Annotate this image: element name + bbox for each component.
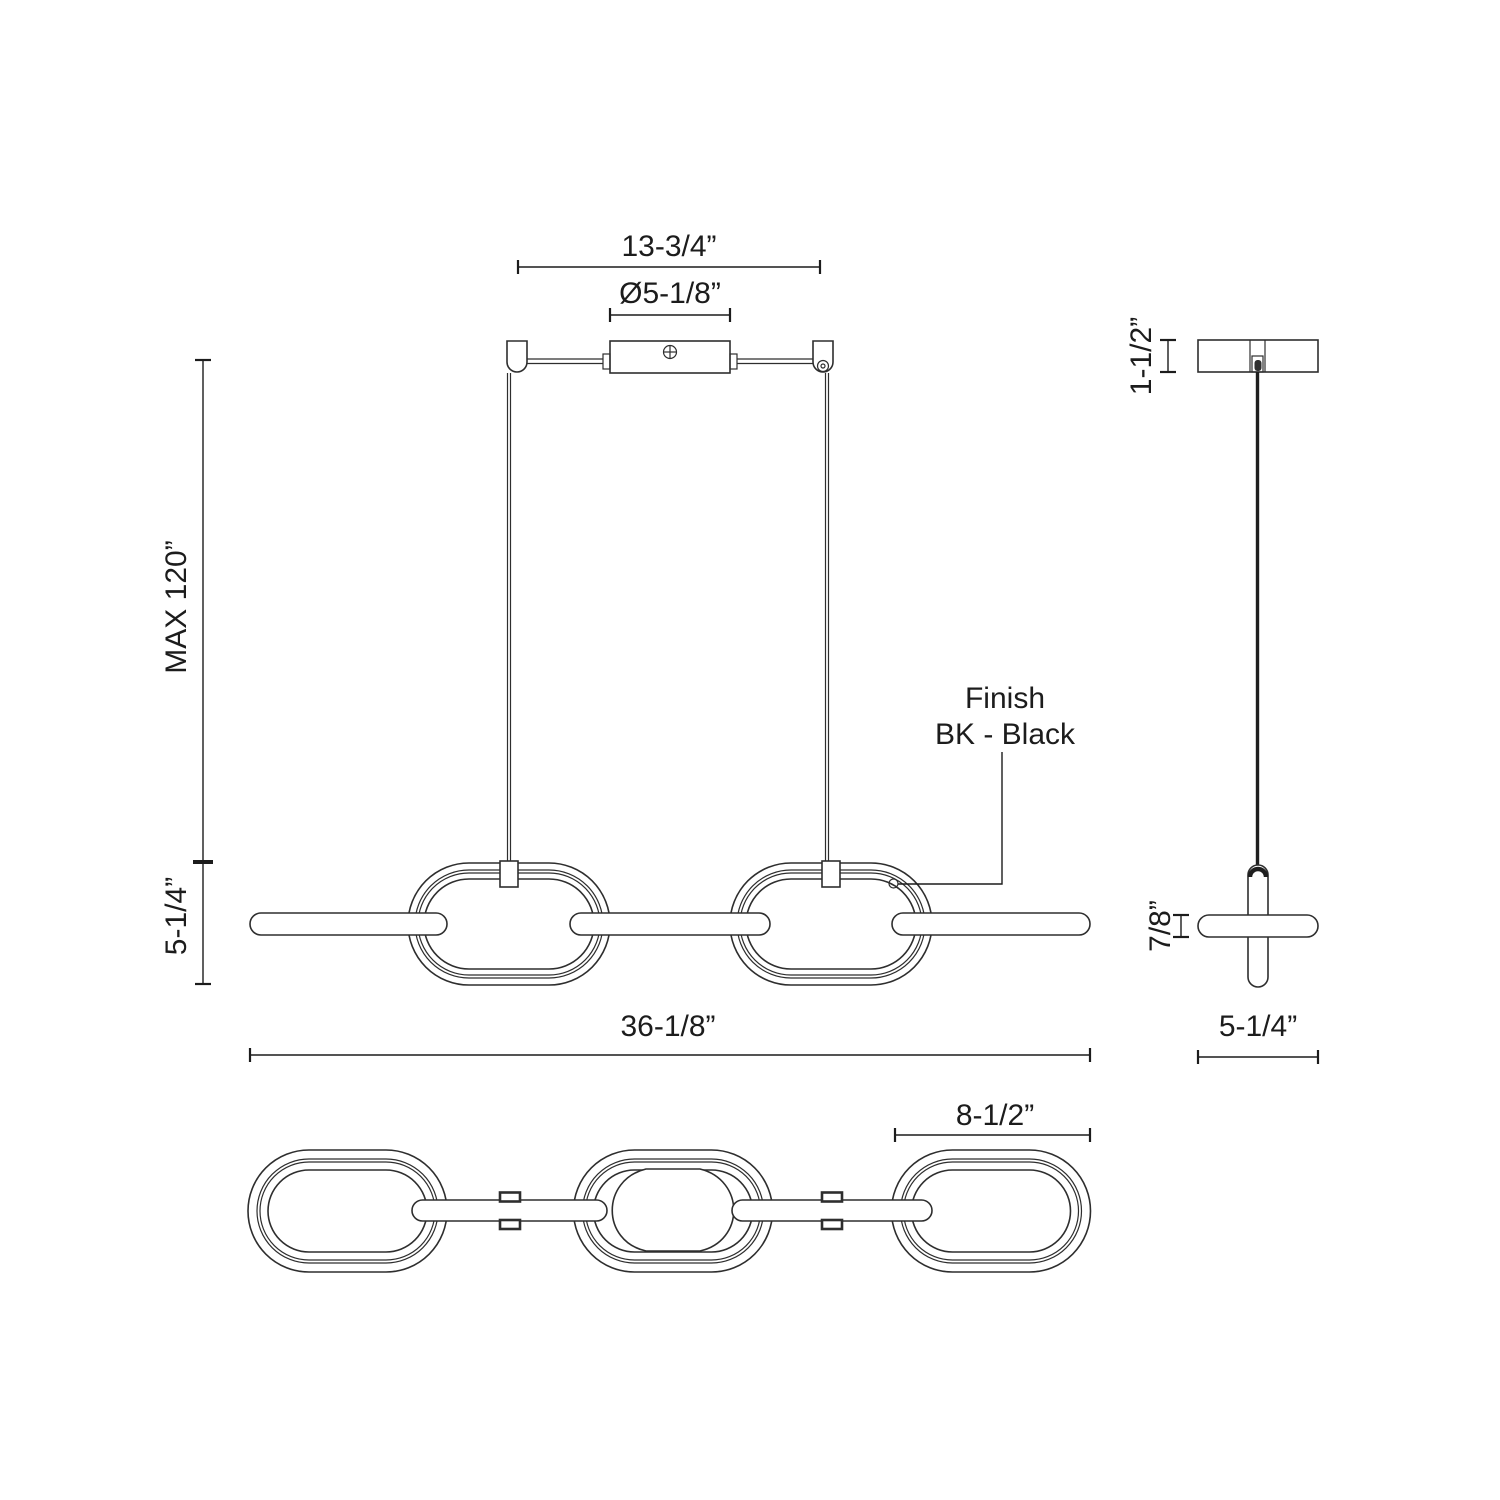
dim-label-overall-depth: 5-1/4” [1219, 1010, 1297, 1043]
side-link-horizontal [1197, 914, 1319, 938]
finish-label-line2: BK - Black [935, 718, 1076, 751]
dimension-overall-length: 36-1/8” [248, 1010, 1092, 1062]
support-rod-left [527, 353, 611, 370]
plan-connector-tabs [498, 1191, 844, 1231]
finish-callout: Finish BK - Black [888, 682, 1076, 889]
cable-connector-right [821, 860, 841, 888]
finish-label-line1: Finish [965, 682, 1045, 715]
dimension-overall-depth: 5-1/4” [1196, 1010, 1320, 1064]
bracket-screw-icon [816, 359, 830, 373]
side-fixture-cross [1197, 864, 1319, 988]
side-canopy [1197, 339, 1319, 373]
dimension-canopy-diameter: Ø5-1/8” [608, 277, 732, 322]
mounting-bracket-left [506, 340, 528, 373]
chain-link-bar-2 [569, 912, 771, 936]
chain-link-bar-3 [891, 912, 1091, 936]
dimension-bracket-span: 13-3/4” [516, 230, 822, 274]
dim-label-overall-length: 36-1/8” [620, 1010, 715, 1043]
support-rod-right [729, 353, 813, 370]
suspension-cable-right [824, 373, 830, 861]
dimension-tube-diameter: 7/8” [1144, 900, 1189, 952]
finish-leader-target [888, 878, 899, 889]
chain-link-bar-1 [249, 912, 448, 936]
dimension-fixture-height: 5-1/4” [160, 860, 213, 986]
side-cable-cap [1247, 866, 1269, 878]
side-view: 1-1/2” 7/8” 5-1/4” [1125, 317, 1320, 1064]
finish-leader-line [898, 752, 1003, 885]
dim-label-link-length: 8-1/2” [956, 1099, 1034, 1132]
dim-label-max-height: MAX 120” [160, 540, 193, 673]
dim-label-canopy-diameter: Ø5-1/8” [619, 277, 721, 310]
front-view: 13-3/4” Ø5-1/8” [160, 230, 1092, 1062]
plan-link-bar-1 [411, 1199, 608, 1222]
plan-link-bar-2 [731, 1199, 933, 1222]
dim-label-bracket-span: 13-3/4” [621, 230, 716, 263]
dim-label-tube-diameter: 7/8” [1144, 900, 1177, 952]
canopy-assembly [506, 340, 834, 374]
dimension-link-length: 8-1/2” [893, 1099, 1092, 1142]
dimension-max-height: MAX 120” [160, 358, 211, 862]
mounting-bracket-right [812, 340, 834, 373]
dim-label-fixture-height: 5-1/4” [160, 877, 193, 955]
suspension-cable-left [506, 373, 512, 861]
cable-connector-left [499, 860, 519, 888]
cable-gripper-detail [1254, 360, 1262, 371]
driver-housing [611, 1168, 735, 1252]
plan-view: 8-1/2” [247, 1099, 1092, 1273]
canopy-screw-icon [662, 344, 678, 360]
dim-label-canopy-height: 1-1/2” [1125, 317, 1158, 395]
dimension-canopy-height: 1-1/2” [1125, 317, 1176, 395]
